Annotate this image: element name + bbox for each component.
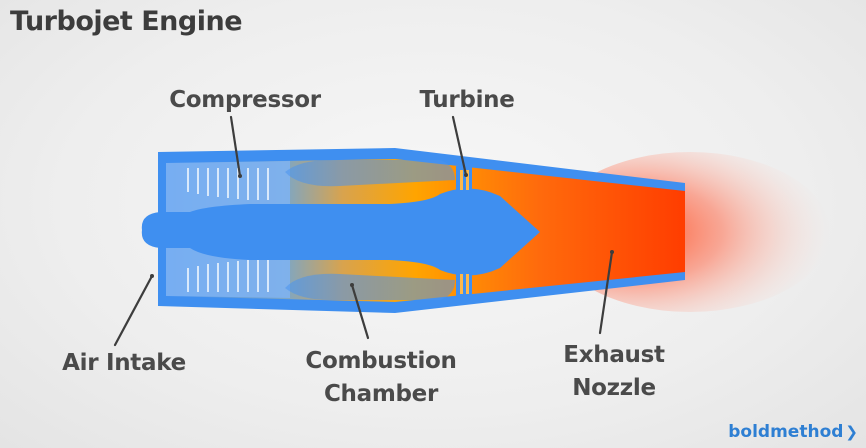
compressor-blades-top [187, 168, 269, 200]
label-air-intake: Air Intake [62, 350, 186, 376]
diagram-title: Turbojet Engine [10, 6, 243, 37]
label-combustion-line2: Chamber [324, 381, 439, 407]
leader-air-intake [113, 274, 154, 347]
leader-combustion [350, 283, 370, 340]
turbine-blades [456, 166, 472, 298]
leader-turbine [451, 115, 468, 177]
label-exhaust-line1: Exhaust [563, 342, 665, 368]
leader-compressor [229, 115, 242, 178]
label-combustion-line1: Combustion [305, 348, 456, 374]
label-compressor: Compressor [169, 87, 322, 113]
leader-exhaust [598, 250, 614, 335]
compressor-blades-bottom [187, 260, 269, 292]
brand-name: boldmethod [728, 422, 844, 442]
engine-core-spool [141, 188, 540, 276]
chevron-right-icon: ❯ [845, 423, 858, 441]
brand-logo: boldmethod❯ [728, 422, 858, 442]
leader-dots [150, 173, 614, 287]
label-turbine: Turbine [419, 87, 514, 113]
label-exhaust-line2: Nozzle [572, 375, 656, 401]
combustor-liner-bottom [285, 273, 455, 300]
combustor-liner-top [285, 160, 455, 187]
